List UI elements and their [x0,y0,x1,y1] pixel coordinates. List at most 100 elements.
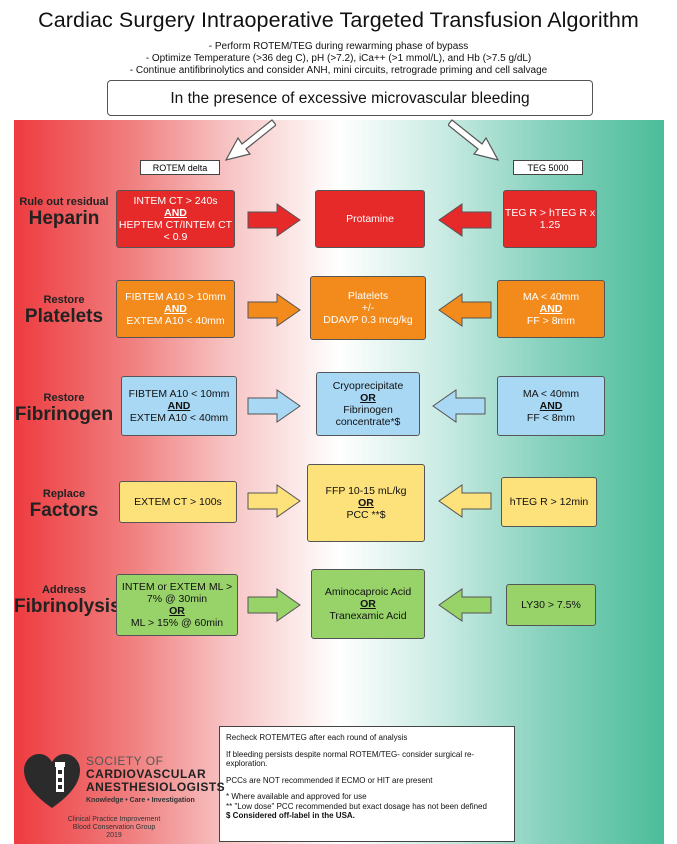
row-label-big: Fibrinogen [14,404,114,425]
platelets-treatment-box: Platelets +/- DDAVP 0.3 mcg/kg [310,276,426,340]
diagonal-arrow-left [224,119,276,161]
connector-and: AND [167,400,191,412]
arrow-right-fibrinolysis [247,588,301,622]
row-label-heparin: Rule out residual Heparin [14,196,114,229]
criteria-text: INTEM or EXTEM ML > 7% @ 30min [121,581,233,605]
heparin-rotem-box: INTEM CT > 240s AND HEPTEM CT/INTEM CT <… [116,190,235,248]
diagonal-arrow-right [448,119,500,161]
row-label-fibrinolysis: Address Fibrinolysis [14,584,121,617]
row-label-big: Heparin [28,208,100,229]
note-recheck: Recheck ROTEM/TEG after each round of an… [226,733,408,742]
row-label-small: Rule out residual [19,196,109,208]
heparin-treatment-box: Protamine [315,190,425,248]
treatment-text: Fibrinogen concentrate*$ [335,404,401,428]
criteria-text: FF > 8mm [526,315,576,327]
arrow-right-fibrinogen [247,389,301,423]
criteria-text: MA < 40mm [522,291,580,303]
connector-or: OR [360,392,376,404]
row-label-factors: Replace Factors [14,488,114,521]
treatment-text: PCC **$ [346,509,386,521]
fibrinogen-rotem-box: FIBTEM A10 < 10mm AND EXTEM A10 < 40mm [121,376,237,436]
arrow-left-factors [438,484,492,518]
method-teg: TEG 5000 [513,160,583,175]
fibrinolysis-rotem-box: INTEM or EXTEM ML > 7% @ 30min OR ML > 1… [116,574,238,636]
row-label-small: Replace [42,488,86,500]
society-line-1: SOCIETY OF [86,754,164,768]
row-label-small: Restore [43,294,85,306]
note-persist: If bleeding persists despite normal ROTE… [226,749,475,769]
method-rotem: ROTEM delta [140,160,220,175]
connector-or: OR [358,497,374,509]
row-label-small: Address [41,584,87,596]
arrow-left-fibrinogen [432,389,486,423]
society-name: SOCIETY OF CARDIOVASCULAR ANESTHESIOLOGI… [86,755,225,807]
treatment-text: +/- [361,302,375,314]
criteria-text: TEG R > hTEG R x 1.25 [504,207,596,231]
note-pcc: PCCs are NOT recommended if ECMO or HIT … [226,775,433,785]
factors-teg-box: hTEG R > 12min [501,477,597,527]
fibrinogen-treatment-box: Cryoprecipitate OR Fibrinogen concentrat… [316,372,420,436]
connector-and: AND [164,303,187,315]
criteria-text: HEPTEM CT/INTEM CT < 0.9 [118,219,233,243]
cpi-line-1: Clinical Practice Improvement [67,816,161,823]
arrow-right-platelets [247,293,301,327]
footnote-1: * Where available and approved for use [226,792,367,801]
page-title: Cardiac Surgery Intraoperative Targeted … [38,8,639,32]
cpi-line-2: Blood Conservation Group [72,824,156,831]
treatment-text: Platelets [347,290,389,302]
treatment-text: Aminocaproic Acid [324,586,412,598]
criteria-text: EXTEM A10 < 40mm [129,412,229,424]
treatment-text: Cryoprecipitate [332,380,404,392]
platelets-teg-box: MA < 40mm AND FF > 8mm [497,280,605,338]
row-label-platelets: Restore Platelets [14,294,114,327]
row-label-big: Platelets [24,306,104,327]
fibrinogen-teg-box: MA < 40mm AND FF < 8mm [497,376,605,436]
treatment-text: FFP 10-15 mL/kg [325,485,407,497]
criteria-text: MA < 40mm [522,388,580,400]
subtitle-line-2: - Optimize Temperature (>36 deg C), pH (… [145,53,532,64]
connector-and: AND [539,303,563,315]
platelets-rotem-box: FIBTEM A10 > 10mm AND EXTEM A10 < 40mm [116,280,235,338]
criteria-text: LY30 > 7.5% [521,599,581,611]
treatment-text: Tranexamic Acid [329,610,407,622]
criteria-text: FF < 8mm [526,412,576,424]
criteria-text: ML > 15% @ 60min [130,617,224,629]
society-tagline: Knowledge • Care • Investigation [86,797,195,804]
connector-or: OR [169,605,185,617]
presence-box: In the presence of excessive microvascul… [107,80,593,116]
notes-box: Recheck ROTEM/TEG after each round of an… [219,726,515,842]
criteria-text: EXTEM A10 < 40mm [126,315,225,327]
subtitle-line-3: - Continue antifibrinolytics and conside… [129,65,548,76]
subtitle-line-1: - Perform ROTEM/TEG during rewarming pha… [208,41,469,52]
criteria-text: INTEM CT > 240s [133,195,218,207]
fibrinolysis-treatment-box: Aminocaproic Acid OR Tranexamic Acid [311,569,425,639]
cpi-year: 2019 [106,832,122,839]
arrow-right-factors [247,484,301,518]
heparin-teg-box: TEG R > hTEG R x 1.25 [503,190,597,248]
treatment-text: DDAVP 0.3 mcg/kg [323,314,413,326]
criteria-text: hTEG R > 12min [509,496,589,508]
footnote-3: $ Considered off-label in the USA. [226,811,355,820]
connector-and: AND [164,207,187,219]
connector-or: OR [360,598,376,610]
fibrinolysis-teg-box: LY30 > 7.5% [506,584,596,626]
criteria-text: FIBTEM A10 < 10mm [128,388,230,400]
society-heart-logo [24,754,80,808]
row-label-small: Restore [43,392,85,404]
society-line-3: ANESTHESIOLOGISTS [86,780,226,794]
treatment-text: Protamine [346,213,394,225]
row-label-big: Fibrinolysis [14,596,121,617]
society-line-2: CARDIOVASCULAR [86,767,207,781]
cpi-credit: Clinical Practice Improvement Blood Cons… [44,816,184,840]
criteria-text: FIBTEM A10 > 10mm [125,291,226,303]
criteria-text: EXTEM CT > 100s [134,496,222,508]
row-label-big: Factors [29,500,99,521]
factors-treatment-box: FFP 10-15 mL/kg OR PCC **$ [307,464,425,542]
arrow-right-heparin [247,203,301,237]
footnote-2: ** "Low dose" PCC recommended but exact … [226,801,487,811]
arrow-left-fibrinolysis [438,588,492,622]
row-label-fibrinogen: Restore Fibrinogen [14,392,114,425]
arrow-left-heparin [438,203,492,237]
arrow-left-platelets [438,293,492,327]
factors-rotem-box: EXTEM CT > 100s [119,481,237,523]
